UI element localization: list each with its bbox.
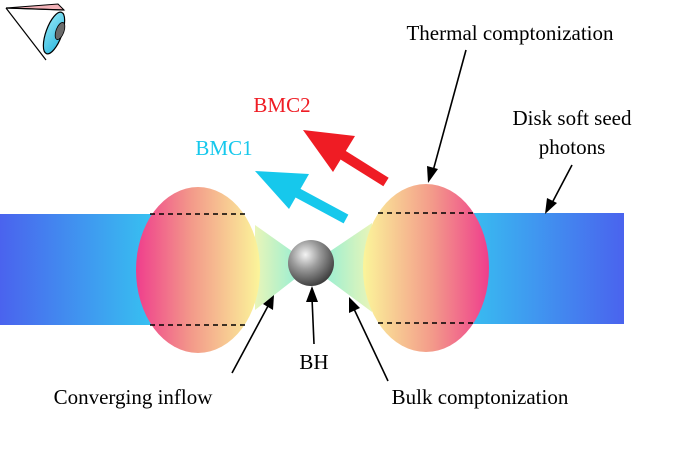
pointer-arrow-converging [231,295,274,374]
label-bh: BH [299,350,328,374]
pointer-arrow-bh [306,286,318,345]
inflow-left [255,225,296,310]
label-bulk-comptonization: Bulk comptonization [392,385,569,409]
label-converging-inflow: Converging inflow [54,385,214,409]
corona-right [363,184,489,352]
label-disk-soft-seed: Disk soft seed [513,106,632,130]
corona-left [136,187,260,353]
inflow-right [326,223,372,312]
disk-left [0,214,160,325]
bmc2-arrow [303,130,389,187]
pointer-arrow-bulk [349,297,389,382]
pointer-arrow-thermal [427,49,467,183]
eye-icon [5,3,66,61]
label-bmc1: BMC1 [195,136,252,160]
label-bmc2: BMC2 [253,93,310,117]
label-thermal-comptonization: Thermal comptonization [406,21,614,45]
label-photons: photons [539,135,606,159]
pointer-arrow-disk [545,164,573,214]
black-hole [288,240,334,286]
bmc1-arrow [255,171,349,224]
